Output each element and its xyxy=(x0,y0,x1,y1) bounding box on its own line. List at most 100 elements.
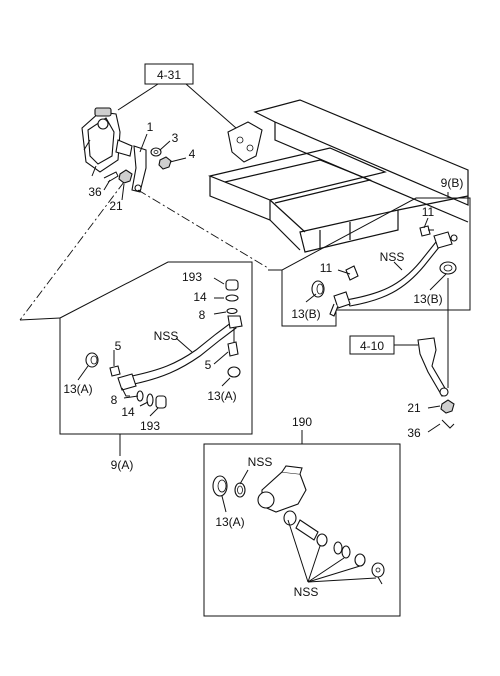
ring-nss-190-top xyxy=(234,482,246,498)
callout-nss-9a: NSS xyxy=(154,329,179,343)
leader-13b-left xyxy=(305,293,317,303)
leader-13a-left xyxy=(77,365,89,381)
callout-14-bottom: 14 xyxy=(121,405,135,419)
ring-14-top xyxy=(225,294,239,302)
leader-193-top xyxy=(213,277,225,285)
nut-21-right xyxy=(440,399,455,414)
leader-nss-a xyxy=(287,519,309,583)
boot-13a-left xyxy=(85,352,99,368)
retainer-190 xyxy=(354,553,366,567)
callout-13b-left: 13(B) xyxy=(291,307,320,321)
group-9b-box-edge xyxy=(268,269,283,326)
callout-5-right: 5 xyxy=(205,358,212,372)
boot-13a-190 xyxy=(212,475,228,497)
vehicle-frame xyxy=(208,99,469,253)
group-label-9b: 9(B) xyxy=(441,176,464,190)
grease-nipple-5-right xyxy=(227,341,239,357)
leader-11-b xyxy=(337,269,351,275)
callout-36-right: 36 xyxy=(407,426,421,440)
ring-14-bottom xyxy=(146,393,154,407)
callout-14-top: 14 xyxy=(193,290,207,304)
callout-13b-right: 13(B) xyxy=(413,292,442,306)
callout-3: 3 xyxy=(172,131,179,145)
callout-4: 4 xyxy=(189,147,196,161)
boot-13b-left xyxy=(311,280,325,298)
callout-13a-190: 13(A) xyxy=(215,515,244,529)
callout-13a-right: 13(A) xyxy=(207,389,236,403)
ref-label-4-10: 4-10 xyxy=(360,339,384,353)
leader-nss-190-top xyxy=(239,469,249,485)
callout-8-top: 8 xyxy=(199,308,206,322)
spring-190 xyxy=(333,541,351,559)
ring-8-top xyxy=(226,307,238,315)
callout-nss-190-top: NSS xyxy=(248,455,273,469)
guide-line-gear-to-9a xyxy=(19,181,125,321)
leader-14-bottom xyxy=(139,401,149,407)
grease-nipple-11-b xyxy=(345,265,359,281)
leader-13b-right xyxy=(429,273,447,291)
callout-193-top: 193 xyxy=(182,270,202,284)
group-label-190: 190 xyxy=(292,415,312,429)
leader-13a-right xyxy=(221,377,231,387)
washer-3 xyxy=(150,147,162,157)
boot-13a-right xyxy=(227,366,241,378)
callout-11-a: 11 xyxy=(422,205,435,219)
cap-193-bottom xyxy=(155,395,167,409)
leader-nss-c xyxy=(307,557,345,583)
callout-11-b: 11 xyxy=(320,261,333,275)
leader-5-right xyxy=(213,351,229,365)
steering-gear-box xyxy=(81,107,133,177)
ball-joint-9a-left xyxy=(117,373,137,397)
ball-joint-9a-right xyxy=(227,315,243,342)
callout-nss-9b: NSS xyxy=(380,250,405,264)
top-leaders xyxy=(103,83,237,201)
callout-13a-left: 13(A) xyxy=(63,382,92,396)
group-label-9a: 9(A) xyxy=(111,458,134,472)
callout-5-left: 5 xyxy=(115,339,122,353)
boot-13b-right xyxy=(439,261,457,275)
gear-bracket xyxy=(227,121,263,163)
callout-36-top: 36 xyxy=(88,185,102,199)
ref-box-4-31 xyxy=(144,63,194,85)
pitman-arm xyxy=(131,145,147,193)
callout-8-bottom: 8 xyxy=(111,393,118,407)
group-9a-box xyxy=(59,261,253,435)
callout-21-top: 21 xyxy=(109,199,123,213)
callout-193-bottom: 193 xyxy=(140,419,160,433)
nut-21-top xyxy=(118,169,133,184)
knuckle-arm xyxy=(417,337,449,398)
leader-193-bottom xyxy=(149,407,159,417)
group-9a-box-edge xyxy=(19,317,61,321)
leader-8-bottom xyxy=(123,395,139,399)
leader-8-top xyxy=(213,311,227,315)
callout-nss-190-bottom: NSS xyxy=(294,585,319,599)
cap-193-top xyxy=(225,279,239,291)
seat-190 xyxy=(283,510,297,526)
ball-joint-9b-left xyxy=(329,291,351,317)
leader-nss-9a xyxy=(175,337,193,353)
guide-line-gear-to-9b xyxy=(137,189,269,269)
leader-36-right xyxy=(427,423,441,433)
nut-4 xyxy=(158,156,172,170)
pin-36-top xyxy=(103,171,119,183)
ref-label-4-31: 4-31 xyxy=(157,68,181,82)
leader-21-right xyxy=(427,405,441,409)
leader-nss-b xyxy=(307,545,321,583)
ball-stud-190 xyxy=(295,519,328,547)
callout-1: 1 xyxy=(147,120,154,134)
leader-nss-d xyxy=(307,565,361,583)
ball-joint-9b-right xyxy=(433,231,458,249)
pin-36-right xyxy=(441,419,455,429)
grease-nipple-5-left xyxy=(109,365,121,377)
callout-21-right: 21 xyxy=(407,401,421,415)
leader-nss-9b xyxy=(393,261,403,271)
grease-nipple-11-a xyxy=(419,225,434,237)
tie-rod-9a xyxy=(131,321,237,385)
plug-190 xyxy=(371,562,385,585)
leader-11-a xyxy=(423,217,429,229)
leader-nss-e xyxy=(307,577,377,583)
socket-housing-190 xyxy=(257,465,307,513)
leader-13a-190 xyxy=(221,495,227,513)
